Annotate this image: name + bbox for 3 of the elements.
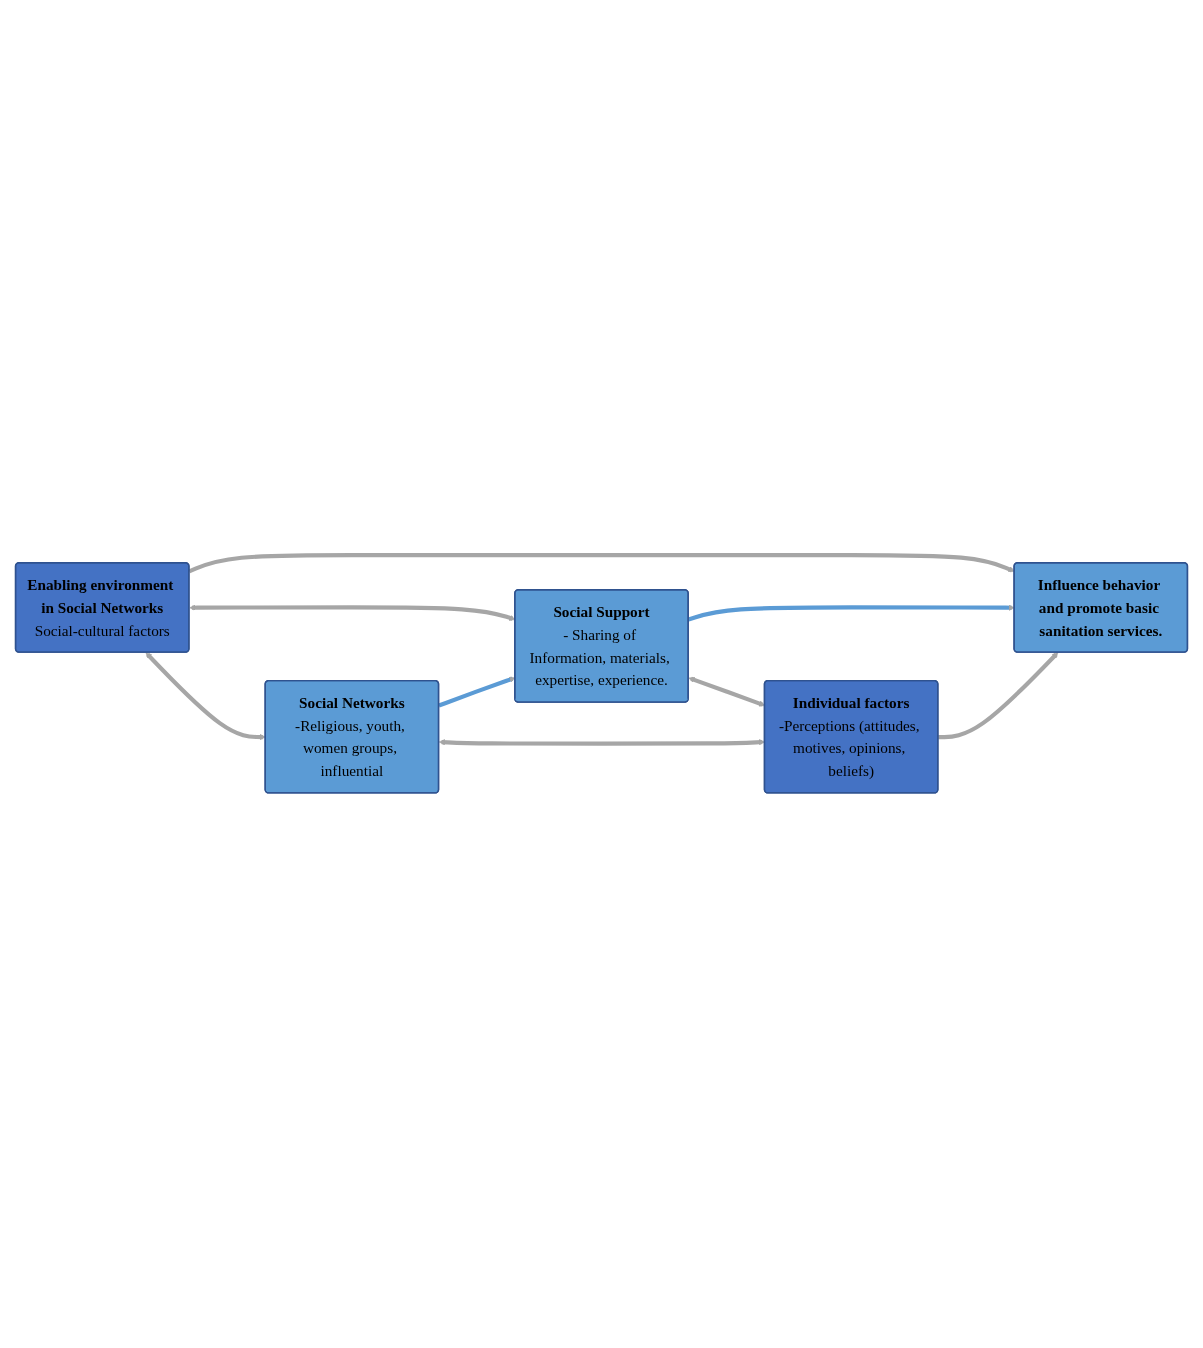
arrow bbox=[145, 652, 266, 741]
arrow bbox=[188, 553, 1015, 574]
arrow bbox=[938, 652, 1059, 740]
